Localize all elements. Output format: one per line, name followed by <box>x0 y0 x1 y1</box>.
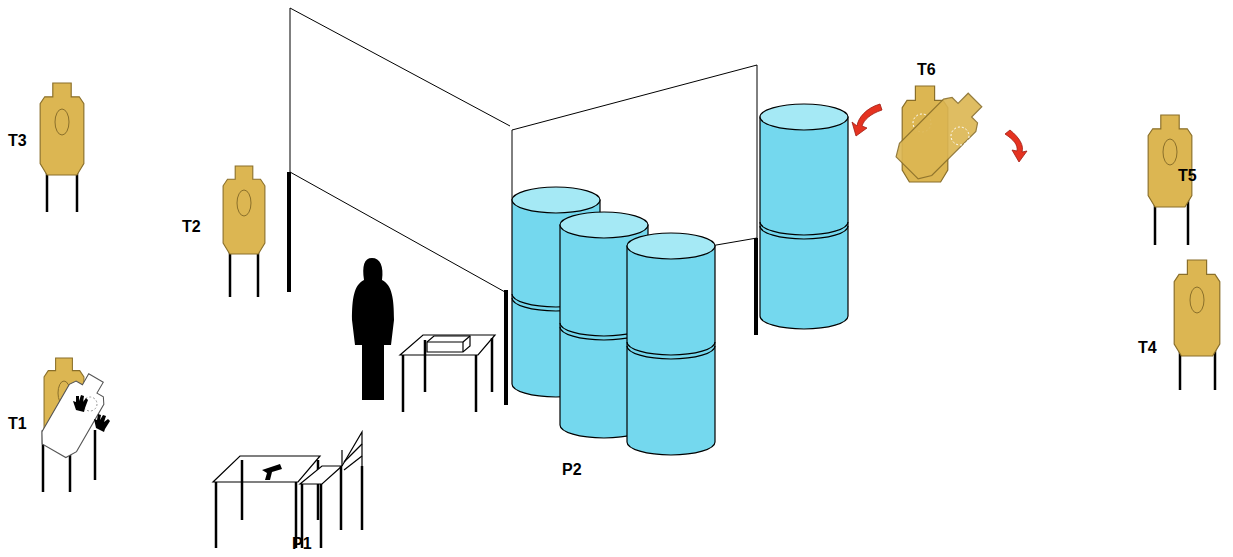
target-label: T5 <box>1178 168 1197 184</box>
target-label: T1 <box>8 416 27 432</box>
target-label: T4 <box>1138 340 1157 356</box>
target-label: T2 <box>182 219 201 235</box>
target-label: T6 <box>917 62 936 78</box>
target-label: P1 <box>292 536 312 552</box>
target-label: P2 <box>562 462 582 478</box>
target-label: T3 <box>8 133 27 149</box>
